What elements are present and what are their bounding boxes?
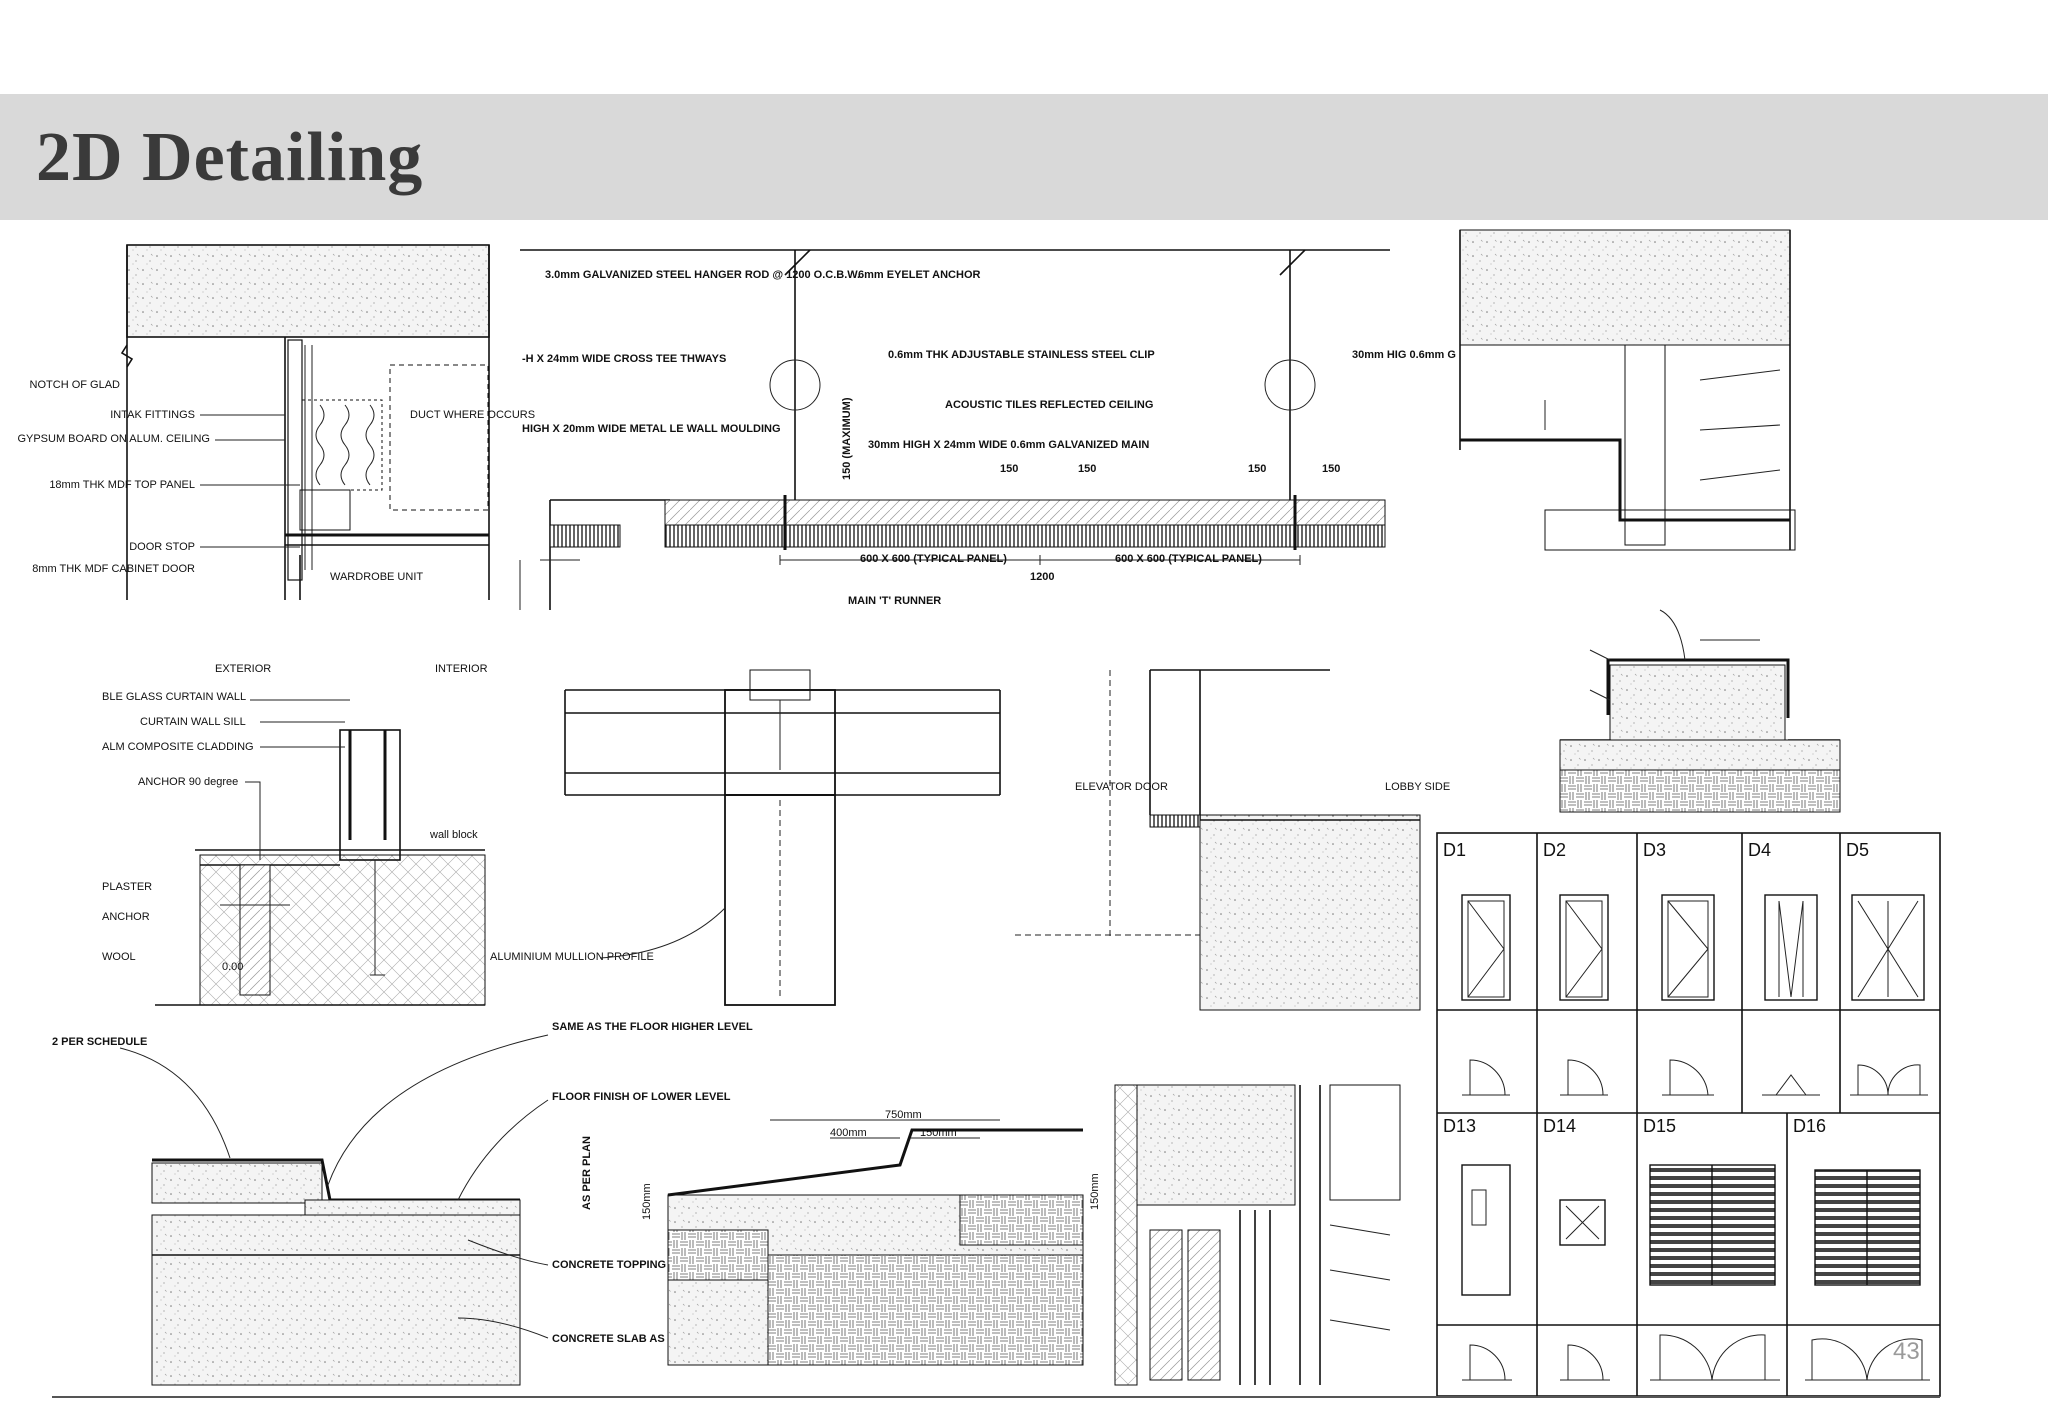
label-wardrobe-unit: WARDROBE UNIT — [330, 571, 423, 583]
dim-750mm: 750mm — [885, 1109, 922, 1121]
label-wall-moulding: HIGH X 20mm WIDE METAL LE WALL MOULDING — [522, 423, 781, 435]
door-tag-d2: D2 — [1543, 840, 1566, 860]
dim-1200: 1200 — [1030, 571, 1054, 583]
label-floor-finish: FLOOR FINISH OF LOWER LEVEL — [552, 1091, 731, 1103]
label-same-as-floor: SAME AS THE FLOOR HIGHER LEVEL — [552, 1021, 753, 1033]
door-tag-d4: D4 — [1748, 840, 1771, 860]
label-as-per-plan: AS PER PLAN — [581, 1136, 593, 1210]
curtain-wall-detail: EXTERIOR INTERIOR BLE GLASS CURTAIN WALL… — [102, 663, 488, 1006]
label-elevator-door: ELEVATOR DOOR — [1075, 781, 1168, 793]
door-tag-d14: D14 — [1543, 1116, 1576, 1136]
ramp-detail: 750mm 400mm 150mm 150mm 150mm — [641, 1109, 1101, 1366]
label-lobby-side: LOBBY SIDE — [1385, 781, 1450, 793]
label-plaster: PLASTER — [102, 881, 152, 893]
label-notch-of-glad: NOTCH OF GLAD — [30, 379, 121, 391]
dim-150-c: 150 — [1248, 463, 1266, 475]
title-band — [0, 94, 2048, 220]
label-0-00: 0.00 — [222, 961, 243, 973]
door-tag-d5: D5 — [1846, 840, 1869, 860]
dim-150-b: 150 — [1078, 463, 1096, 475]
label-150-maximum: 150 (MAXIMUM) — [841, 397, 853, 480]
label-glass-curtain-wall: BLE GLASS CURTAIN WALL — [102, 691, 246, 703]
label-galvanized-main: 30mm HIGH X 24mm WIDE 0.6mm GALVANIZED M… — [868, 439, 1149, 451]
door-tag-d16: D16 — [1793, 1116, 1826, 1136]
label-door-stop: DOOR STOP — [129, 541, 195, 553]
ceiling-detail: 3.0mm GALVANIZED STEEL HANGER ROD @ 1200… — [519, 249, 1456, 610]
dim-150mm-b: 150mm — [641, 1183, 653, 1220]
wardrobe-detail: NOTCH OF GLAD INTAK FITTINGS GYPSUM BOAR… — [17, 244, 535, 600]
elevator-detail: ELEVATOR DOOR LOBBY SIDE — [1015, 669, 1450, 1011]
label-main-t-runner: MAIN 'T' RUNNER — [848, 595, 941, 607]
label-intak-fittings: INTAK FITTINGS — [110, 409, 195, 421]
partition-section-detail — [1459, 229, 1796, 551]
sliding-door-detail — [1114, 1084, 1401, 1386]
slide-title: 2D Detailing — [36, 119, 424, 196]
mullion-detail: ALUMINIUM MULLION PROFILE — [490, 669, 1001, 1006]
label-cabinet-door: 8mm THK MDF CABINET DOOR — [32, 563, 195, 575]
dim-150mm-c: 150mm — [1089, 1173, 1101, 1210]
label-gypsum-board: GYPSUM BOARD ON ALUM. CEILING — [17, 433, 210, 445]
dim-typical-panel-b: 600 X 600 (TYPICAL PANEL) — [1115, 553, 1262, 565]
label-acoustic-tiles: ACOUSTIC TILES REFLECTED CEILING — [945, 399, 1153, 411]
label-eyelet-anchor: 6mm EYELET ANCHOR — [858, 269, 981, 281]
label-per-schedule: 2 PER SCHEDULE — [52, 1036, 147, 1048]
door-tag-d15: D15 — [1643, 1116, 1676, 1136]
label-duct: DUCT WHERE OCCURS — [410, 409, 535, 421]
dim-150-a: 150 — [1000, 463, 1018, 475]
door-tag-d13: D13 — [1443, 1116, 1476, 1136]
label-mdf-top-panel: 18mm THK MDF TOP PANEL — [49, 479, 195, 491]
label-concrete-topping: CONCRETE TOPPING — [552, 1259, 666, 1271]
label-exterior: EXTERIOR — [215, 663, 271, 675]
label-hanger-rod: 3.0mm GALVANIZED STEEL HANGER ROD @ 1200… — [545, 269, 860, 281]
door-schedule: D1 D2 D3 D4 D5 D13 D14 D15 D16 — [1436, 832, 1941, 1397]
label-curtain-wall-sill: CURTAIN WALL SILL — [140, 716, 246, 728]
label-anchor-90: ANCHOR 90 degree — [138, 776, 238, 788]
door-tag-d3: D3 — [1643, 840, 1666, 860]
label-adjustable-clip: 0.6mm THK ADJUSTABLE STAINLESS STEEL CLI… — [888, 349, 1155, 361]
label-cross-tee: -H X 24mm WIDE CROSS TEE THWAYS — [522, 353, 726, 365]
label-wall-block: wall block — [429, 829, 478, 841]
label-composite-cladding: ALM COMPOSITE CLADDING — [102, 741, 254, 753]
label-interior: INTERIOR — [435, 663, 488, 675]
dim-400mm: 400mm — [830, 1127, 867, 1139]
dim-150-d: 150 — [1322, 463, 1340, 475]
label-anchor: ANCHOR — [102, 911, 150, 923]
label-wool: WOOL — [102, 951, 136, 963]
dim-typical-panel-a: 600 X 600 (TYPICAL PANEL) — [860, 553, 1007, 565]
bottom-rule — [52, 1396, 1940, 1398]
door-tag-d1: D1 — [1443, 840, 1466, 860]
dim-150mm-a: 150mm — [920, 1127, 957, 1139]
parapet-detail — [1559, 609, 1841, 813]
label-30mm-high: 30mm HIG 0.6mm G — [1352, 349, 1456, 361]
page-number: 43 — [1893, 1338, 1920, 1365]
label-mullion-profile: ALUMINIUM MULLION PROFILE — [490, 951, 654, 963]
